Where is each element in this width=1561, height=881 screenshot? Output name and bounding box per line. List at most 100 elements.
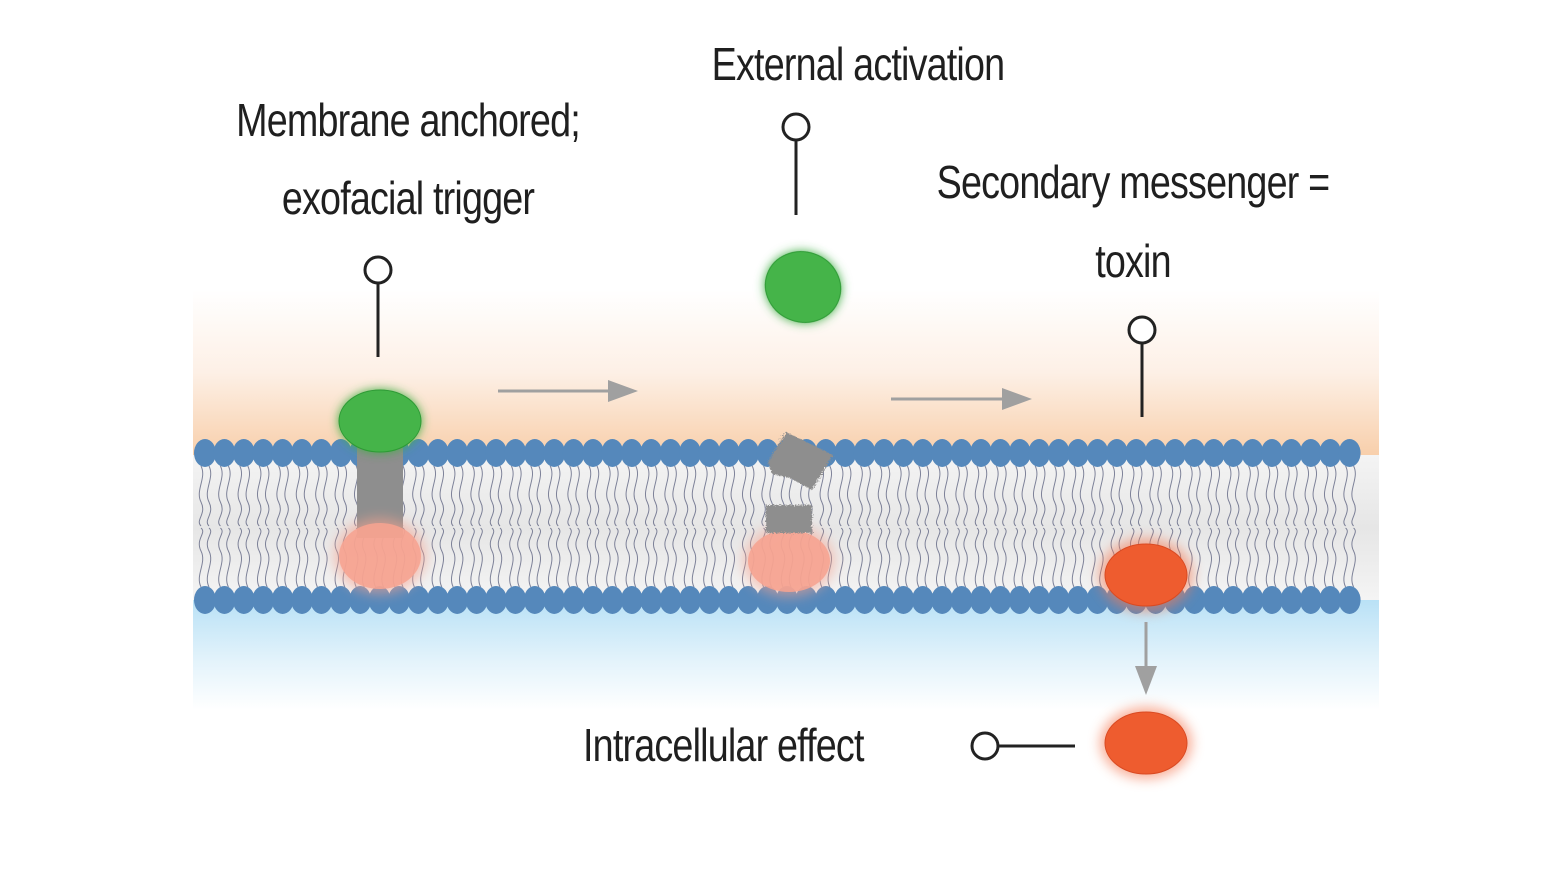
lipid-tail (645, 527, 650, 588)
active-toxin-ellipse (1104, 543, 1188, 607)
lipid-tail (839, 465, 844, 527)
lipid-head (620, 586, 643, 614)
lipid-head (1008, 439, 1031, 467)
lipid-tail (1293, 465, 1298, 527)
lipid-tail (226, 527, 231, 588)
lipid-tail (594, 527, 600, 588)
lipid-head (291, 439, 313, 467)
lipid-head (543, 586, 566, 614)
lipid-tail (839, 527, 844, 588)
arrow-release-down (1135, 622, 1157, 695)
exofacial-trigger-ellipse (338, 389, 422, 453)
lipid-tail (645, 465, 650, 527)
lipid-tail (1332, 465, 1337, 527)
lipid-tail (206, 527, 212, 588)
lipid-tail (509, 527, 514, 588)
lipid-tail (761, 465, 766, 527)
lipid-tail (858, 527, 863, 588)
lipid-head (465, 586, 488, 614)
lipid-tail (1215, 465, 1220, 527)
lipid-tail (284, 527, 289, 588)
lipid-head (1008, 586, 1031, 614)
lipid-head (329, 439, 352, 467)
lipid-tail (653, 527, 658, 588)
lipid-head (252, 439, 275, 467)
lipid-tail (1304, 465, 1309, 527)
lipid-tail (245, 527, 250, 588)
lipid-tail (1041, 465, 1046, 527)
intracellular-space (193, 600, 1379, 710)
lipid-tail (683, 465, 689, 527)
lipid-head (232, 439, 255, 467)
lipid-head (504, 439, 527, 467)
lipid-head (388, 586, 410, 614)
lipid-tail (1254, 527, 1259, 588)
lipid-tail (1285, 465, 1290, 527)
stage-2-external-activation (743, 112, 842, 597)
lipid-tail (218, 527, 223, 588)
lipid-tail (489, 465, 495, 527)
lipid-head (601, 586, 624, 614)
lipid-tail (866, 527, 871, 588)
lipid-tail (315, 527, 320, 588)
lipid-tail (1071, 465, 1077, 527)
lipid-tail (303, 465, 309, 527)
lipid-head (931, 439, 954, 467)
lipid-tail (1071, 527, 1077, 588)
lipid-tail (974, 527, 980, 588)
lipid-tail (625, 527, 630, 588)
lipid-head (1241, 586, 1264, 614)
lipid-tail (963, 465, 968, 527)
lipid-tail (567, 465, 572, 527)
lipid-tail (536, 465, 541, 527)
lipid-tail (672, 527, 677, 588)
lipid-tail (1312, 465, 1317, 527)
lipid-tail (711, 527, 716, 588)
lipid-tail (916, 465, 921, 527)
lipid-tail (963, 527, 968, 588)
lipid-tail (594, 465, 600, 527)
lipid-tail (1079, 527, 1085, 588)
lipid-head (1047, 439, 1070, 467)
lipid-head (1144, 439, 1167, 467)
label-intracellular-effect: Intracellular effect (583, 719, 864, 771)
lipid-tail (877, 465, 883, 527)
lipid-tail (1254, 465, 1259, 527)
pin-head-icon (970, 731, 1000, 761)
lipid-head (485, 586, 507, 614)
lipid-head (1047, 586, 1070, 614)
lipid-tail (924, 527, 929, 588)
lipid-tail (1149, 465, 1154, 527)
lipid-tail (517, 465, 522, 527)
lipid-tail (497, 527, 503, 588)
arrow-step-2 (891, 388, 1032, 410)
lipid-head (485, 439, 507, 467)
label-external-activation: External activation (711, 38, 1005, 90)
label-membrane-anchored-line1: Membrane anchored; (236, 94, 581, 146)
lipid-head (523, 586, 546, 614)
lipid-tail (614, 527, 619, 588)
lipid-head (1028, 439, 1051, 467)
lipid-head (698, 439, 721, 467)
lipid-tail (245, 465, 250, 527)
lipid-tail (982, 527, 988, 588)
lipid-tail (237, 465, 242, 527)
lipid-tail (1207, 465, 1212, 527)
lipid-tail (866, 465, 871, 527)
lipid-tail (334, 465, 339, 527)
lipid-tail (672, 465, 677, 527)
lipid-tail (730, 465, 735, 527)
lipid-head (640, 439, 663, 467)
lipid-tail (198, 465, 204, 527)
lipid-tail (323, 465, 328, 527)
lipid-tail (664, 527, 669, 588)
lipid-tail (944, 527, 949, 588)
lipid-tail (517, 527, 522, 588)
lipid-tail (478, 465, 483, 527)
lipid-head (446, 439, 469, 467)
lipid-tail (683, 527, 689, 588)
lipid-tail (536, 527, 541, 588)
lipid-head (834, 439, 857, 467)
lipid-tail (905, 527, 910, 588)
lipid-head (834, 586, 857, 614)
